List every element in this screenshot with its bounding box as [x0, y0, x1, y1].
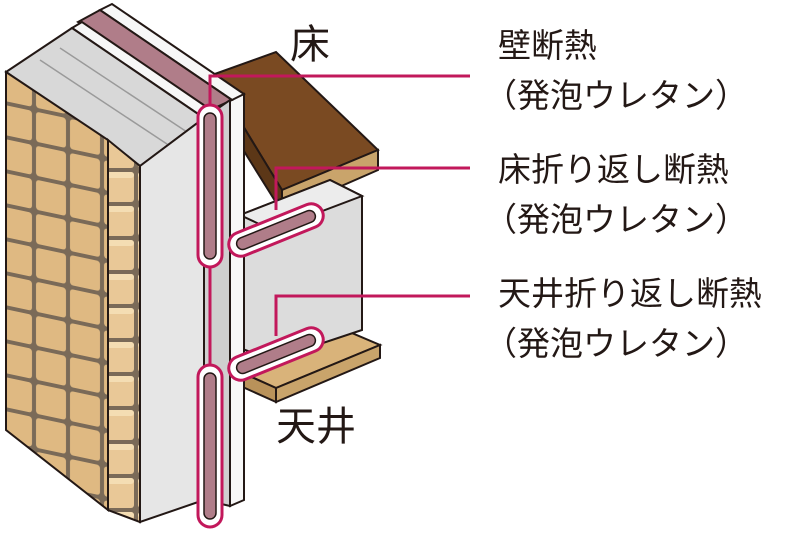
- brick-facade: [5, 70, 141, 524]
- ceiling-slab: [233, 326, 383, 404]
- callout-floor-sub: （発泡ウレタン）: [484, 200, 748, 239]
- callout-wall-sub: （発泡ウレタン）: [484, 76, 748, 115]
- callout-ceiling-title: 天井折り返し断熱: [498, 274, 762, 313]
- ceiling-label: 天井: [276, 404, 356, 450]
- wall-insulation-lower: [196, 363, 224, 529]
- floor-return-insulation: [227, 202, 325, 258]
- wall-top-strip: [70, 2, 246, 120]
- callout-floor-title: 床折り返し断熱: [498, 150, 729, 189]
- leader-wall-insulation: [208, 74, 470, 105]
- floor-label: 床: [290, 22, 330, 68]
- ceiling-return-insulation: [227, 326, 325, 382]
- leader-ceiling-return: [274, 294, 470, 336]
- callout-wall-title: 壁断熱: [498, 26, 597, 65]
- interior-board: [229, 92, 245, 508]
- leader-floor-return: [274, 166, 470, 210]
- wall-insulation-upper: [196, 103, 224, 269]
- callout-ceiling-sub: （発泡ウレタン）: [484, 324, 748, 363]
